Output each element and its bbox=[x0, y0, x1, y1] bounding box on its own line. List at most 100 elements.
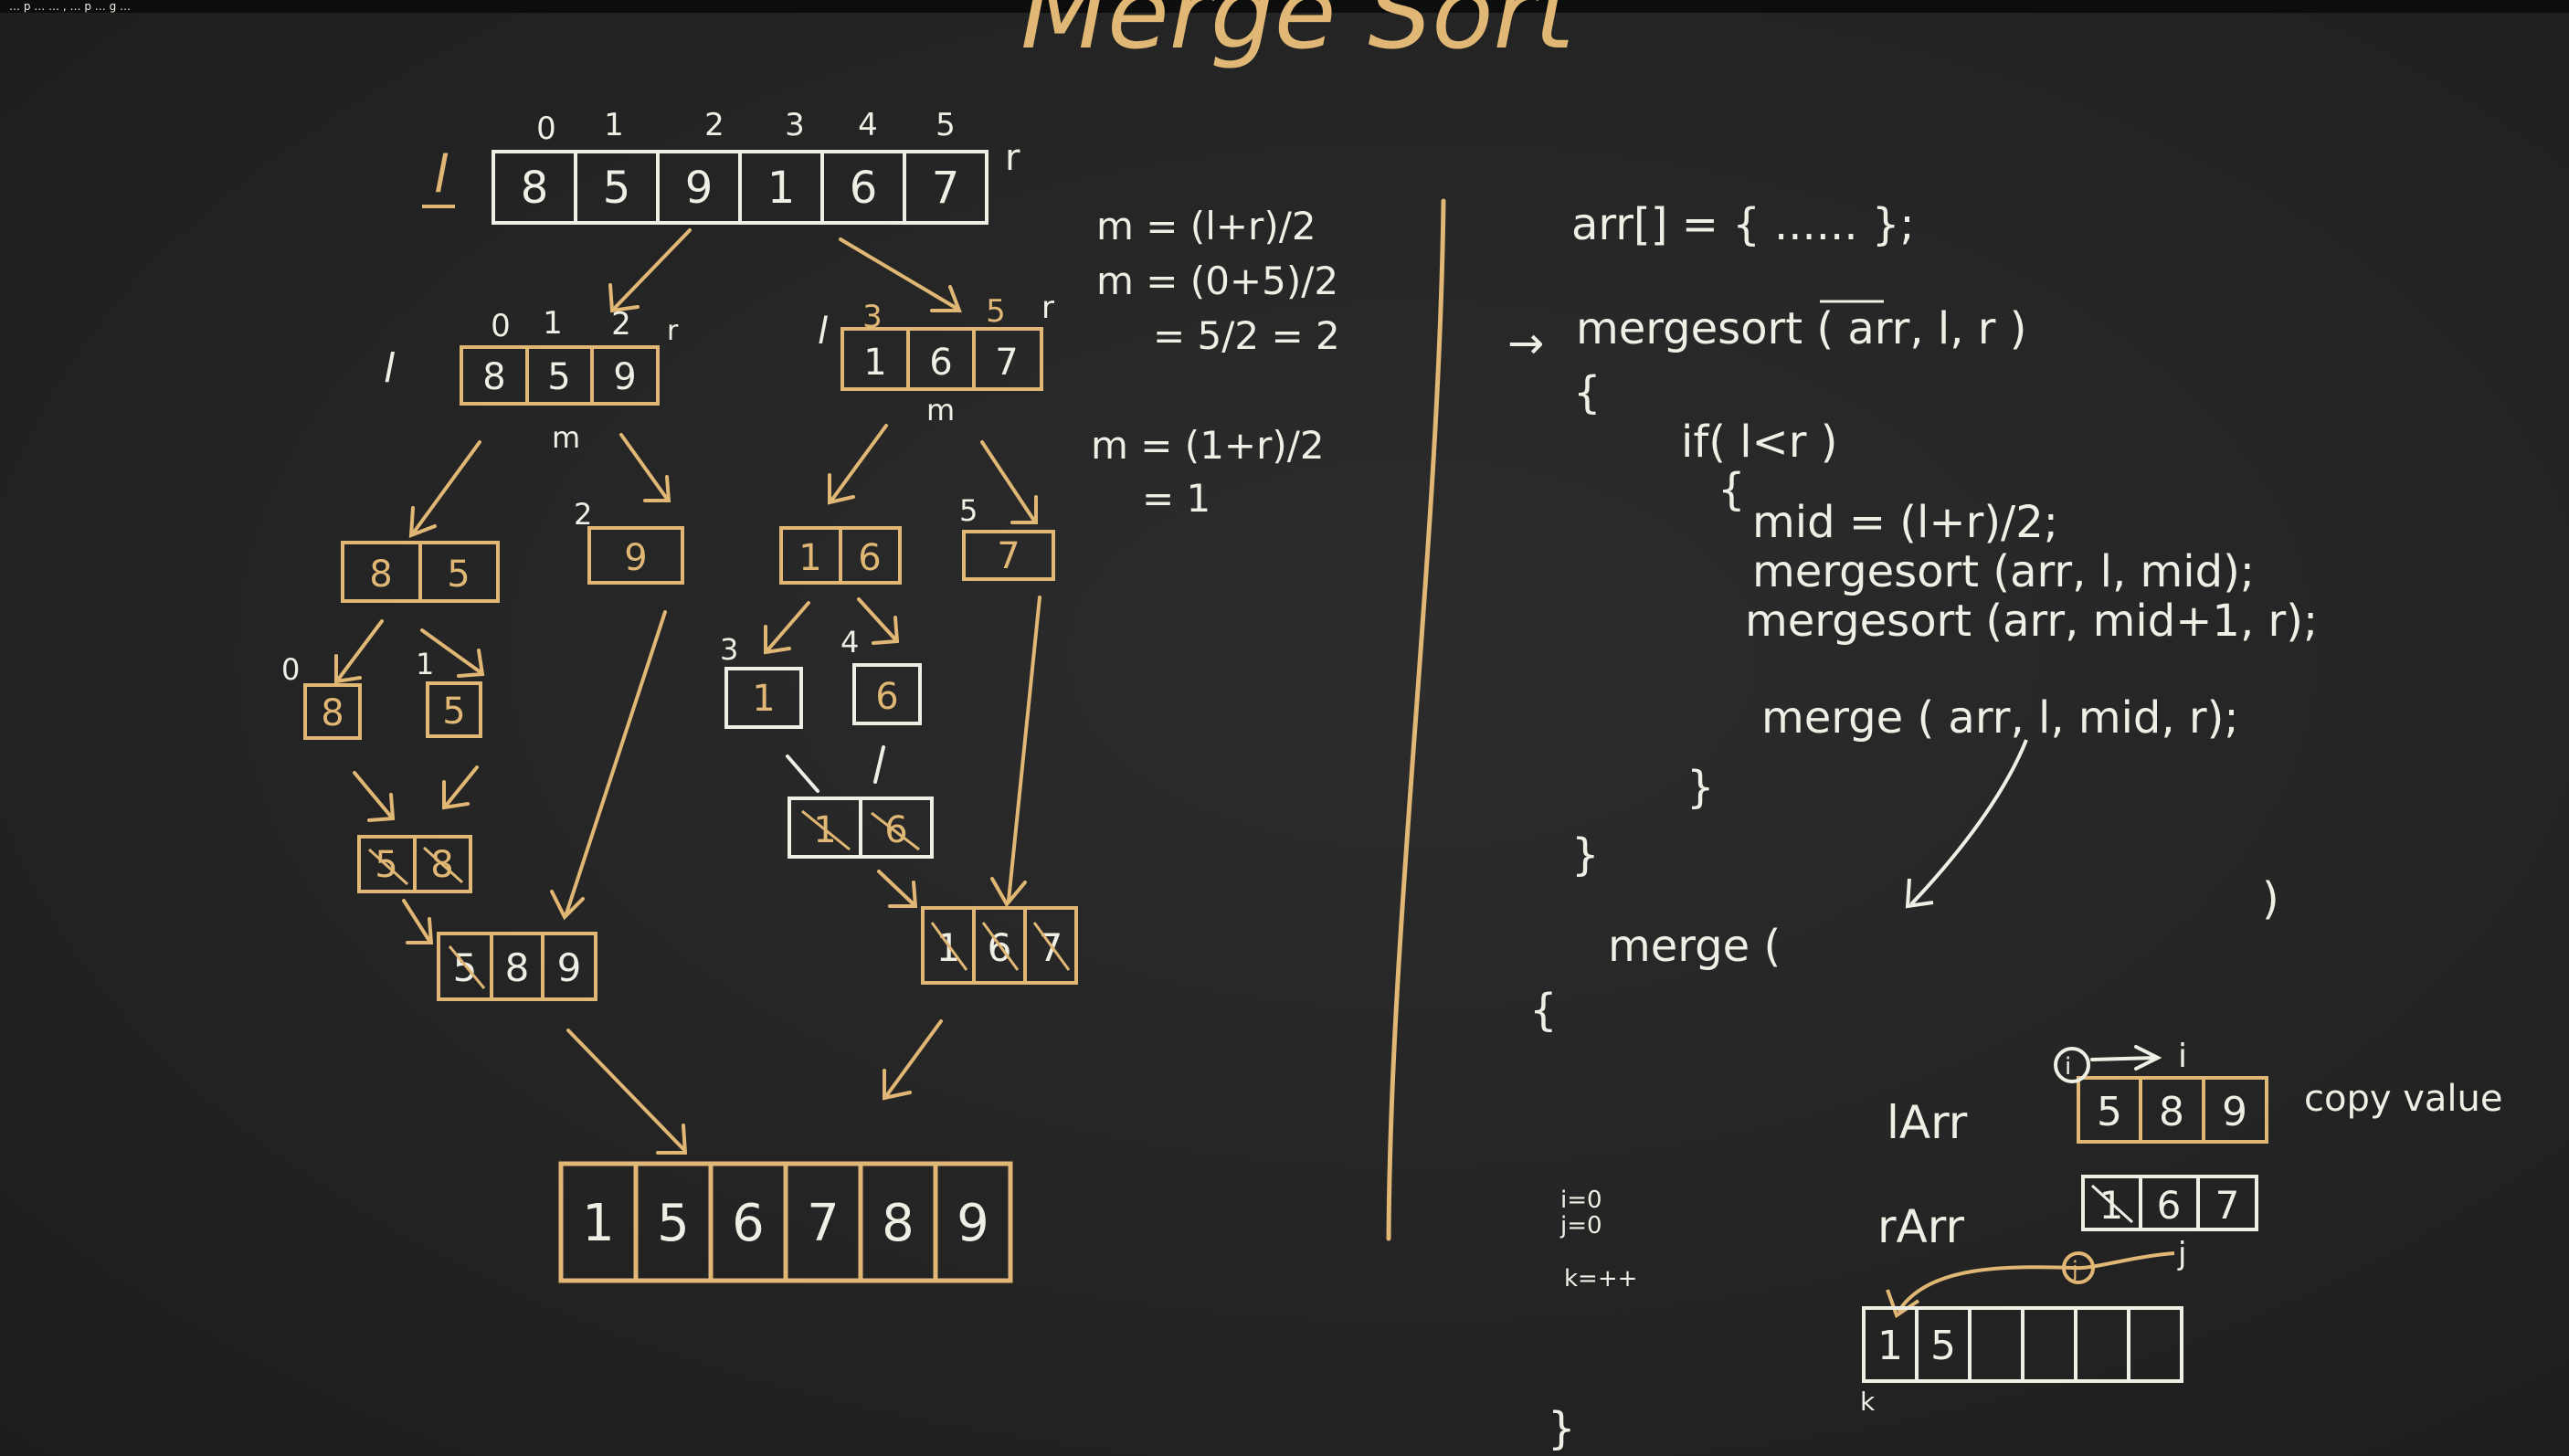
code-arrow: → bbox=[1507, 318, 1544, 369]
index-label: 5 bbox=[986, 293, 1006, 330]
rarr-frame bbox=[2081, 1175, 2258, 1231]
merge-arrows-level2 bbox=[402, 596, 1041, 944]
leaf-1-frame bbox=[724, 667, 803, 729]
array-cell: 7 bbox=[997, 535, 1020, 577]
leaf-value: 1 bbox=[752, 678, 775, 720]
label-l: l bbox=[434, 145, 449, 205]
array-left-half-frame bbox=[460, 345, 660, 406]
array-left-half: 8 5 9 bbox=[482, 356, 636, 398]
code-line: } bbox=[1571, 829, 1600, 881]
index-leaf: 0 bbox=[281, 652, 300, 687]
i-marker-circled: i bbox=[2065, 1053, 2071, 1081]
larr-cell: 9 bbox=[2222, 1089, 2247, 1135]
array-cell: 8 bbox=[521, 163, 549, 214]
larr-cell: 8 bbox=[2159, 1089, 2184, 1135]
merge-arrows-level3 bbox=[353, 765, 479, 822]
output-cell: 5 bbox=[1930, 1323, 1956, 1369]
counter-line: j=0 bbox=[1559, 1212, 1602, 1240]
split-arrows-level3 bbox=[334, 597, 900, 684]
array-cell: 7 bbox=[932, 163, 960, 214]
diagram-title: Merge Sort bbox=[1020, 0, 1578, 71]
array-cell: 5 bbox=[447, 554, 470, 596]
larr-values: 5 8 9 bbox=[2097, 1089, 2247, 1135]
larr-frame bbox=[2077, 1076, 2268, 1144]
merged-cell: 5 bbox=[453, 945, 478, 990]
rarr-cell: 6 bbox=[2157, 1183, 2182, 1228]
leaf-6-frame bbox=[852, 663, 922, 725]
array-top: 8 5 9 1 6 7 bbox=[521, 163, 960, 214]
math-line: m = (l+r)/2 bbox=[1096, 204, 1316, 248]
code-line: { bbox=[1573, 367, 1602, 418]
rarr-cell: 1 bbox=[2099, 1183, 2124, 1228]
j-marker: j bbox=[2177, 1236, 2186, 1272]
code-line: { bbox=[1718, 464, 1746, 515]
k-marker: k bbox=[1860, 1387, 1876, 1417]
index-leaf: 4 bbox=[840, 625, 859, 659]
index-label: 1 bbox=[604, 107, 624, 143]
index-label: 3 bbox=[785, 107, 805, 143]
array-cell: 1 bbox=[582, 1194, 615, 1253]
code-line: merge ( bbox=[1608, 921, 1781, 972]
code-line: merge ( arr, l, mid, r); bbox=[1761, 692, 2239, 744]
label-l-left: l bbox=[384, 345, 396, 392]
label-m-left: m bbox=[552, 420, 580, 455]
index-label: 1 bbox=[543, 305, 563, 342]
mid-calculation: m = (l+r)/2 m = (0+5)/2 = 5/2 = 2 m = (1… bbox=[1091, 204, 1340, 521]
index-label: 0 bbox=[491, 308, 511, 344]
array-cell: 6 bbox=[732, 1194, 765, 1253]
code-line: { bbox=[1529, 985, 1558, 1036]
counter-notes: i=0 j=0 k=++ bbox=[1559, 1187, 1637, 1292]
code-line: mergesort (arr, l, mid); bbox=[1752, 546, 2255, 597]
array-cell: 6 bbox=[850, 163, 878, 214]
merge-arrows-final bbox=[566, 1019, 943, 1155]
split-arrows-level2 bbox=[408, 424, 1038, 538]
math-line: m = (1+r)/2 bbox=[1091, 423, 1325, 468]
larr-label: lArr bbox=[1887, 1096, 1968, 1149]
math-line: = 1 bbox=[1142, 476, 1210, 521]
counter-line: k=++ bbox=[1564, 1265, 1637, 1292]
math-line: m = (0+5)/2 bbox=[1096, 258, 1338, 303]
leaf-5-frame bbox=[426, 681, 482, 738]
code-line: arr[] = { ...... }; bbox=[1571, 199, 1915, 250]
index-label: 2 bbox=[704, 107, 724, 143]
code-line: } bbox=[1686, 762, 1715, 813]
rarr-cell: 7 bbox=[2215, 1183, 2240, 1228]
array-cell: 9 bbox=[957, 1194, 989, 1253]
index-row-left: 0 1 2 bbox=[491, 305, 631, 344]
code-block: arr[] = { ...... }; → mergesort ( arr, l… bbox=[1507, 199, 2318, 1454]
counter-line: i=0 bbox=[1560, 1187, 1602, 1214]
index-label: 3 bbox=[862, 299, 883, 335]
label-l-right: l bbox=[818, 311, 828, 353]
index-row-right: 3 5 bbox=[862, 293, 1006, 335]
index-row-top: 0 1 2 3 4 5 bbox=[536, 107, 956, 147]
label-r-left: r bbox=[667, 315, 679, 347]
array-cell: 8 bbox=[882, 1194, 914, 1253]
label-r-right: r bbox=[1041, 290, 1054, 326]
array-cell: 5 bbox=[603, 163, 631, 214]
array-cell: 8 bbox=[369, 554, 392, 596]
array-cell: 7 bbox=[807, 1194, 840, 1253]
math-line: = 5/2 = 2 bbox=[1153, 313, 1340, 358]
output-array: 1 5 bbox=[1877, 1323, 1956, 1369]
final-array: 1 5 6 7 8 9 bbox=[582, 1194, 989, 1253]
array-cell: 9 bbox=[685, 163, 714, 214]
leaf-value: 6 bbox=[875, 676, 898, 718]
leaf-8-frame bbox=[303, 683, 362, 740]
array-cell: 8 bbox=[482, 356, 505, 398]
output-cell: 1 bbox=[1877, 1323, 1903, 1369]
array-cell: 1 bbox=[863, 342, 886, 384]
top-bar bbox=[0, 0, 2569, 13]
array-right-half-frame bbox=[840, 327, 1043, 391]
code-line: ) bbox=[2262, 873, 2279, 924]
index-label: 0 bbox=[536, 111, 556, 147]
array-cell: 1 bbox=[767, 163, 796, 214]
index-leaf: 1 bbox=[416, 647, 434, 681]
top-bar-text: … p … … , … p … g … bbox=[9, 0, 131, 13]
array-cell: 1 bbox=[798, 537, 821, 579]
index-split-right: 5 bbox=[959, 493, 978, 528]
array-cell: 5 bbox=[547, 356, 570, 398]
array-single-9-frame bbox=[587, 526, 684, 585]
array-cell: 6 bbox=[858, 537, 881, 579]
